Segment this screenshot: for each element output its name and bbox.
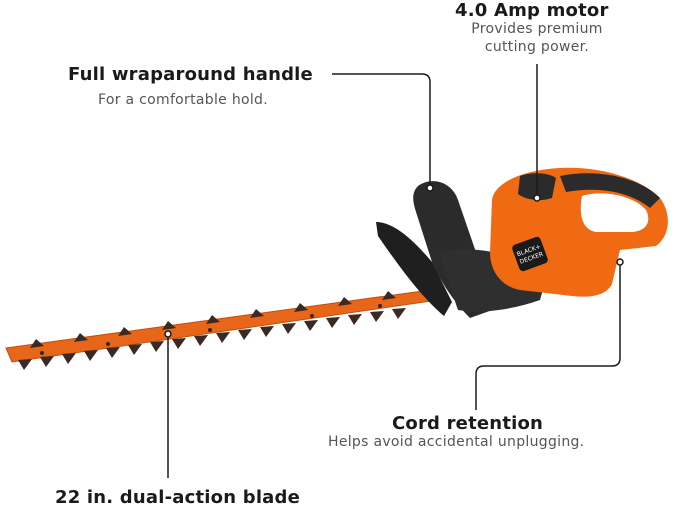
blade-dot bbox=[164, 330, 172, 338]
handle-callout-line bbox=[332, 73, 431, 186]
motor-callout-subtitle-2: cutting power. bbox=[484, 39, 590, 55]
callout-lines bbox=[167, 64, 621, 478]
callout-dots bbox=[164, 184, 624, 338]
motor-callout-subtitle-1: Provides premium bbox=[471, 21, 603, 37]
blade bbox=[5, 289, 439, 370]
cord-callout-line bbox=[475, 262, 621, 410]
motor-callout-title: 4.0 Amp motor bbox=[455, 0, 609, 21]
cord-dot bbox=[616, 258, 624, 266]
cord-callout-subtitle: Helps avoid accidental unplugging. bbox=[328, 434, 585, 450]
blade-callout-title: 22 in. dual-action blade bbox=[55, 487, 301, 508]
handle-callout-subtitle: For a comfortable hold. bbox=[98, 92, 268, 108]
cord-callout-title: Cord retention bbox=[392, 413, 544, 434]
handle-dot bbox=[426, 184, 434, 192]
motor-dot bbox=[533, 194, 541, 202]
handle-callout-title: Full wraparound handle bbox=[68, 64, 313, 85]
motor-housing: BLACK+ DECKER bbox=[490, 167, 668, 297]
